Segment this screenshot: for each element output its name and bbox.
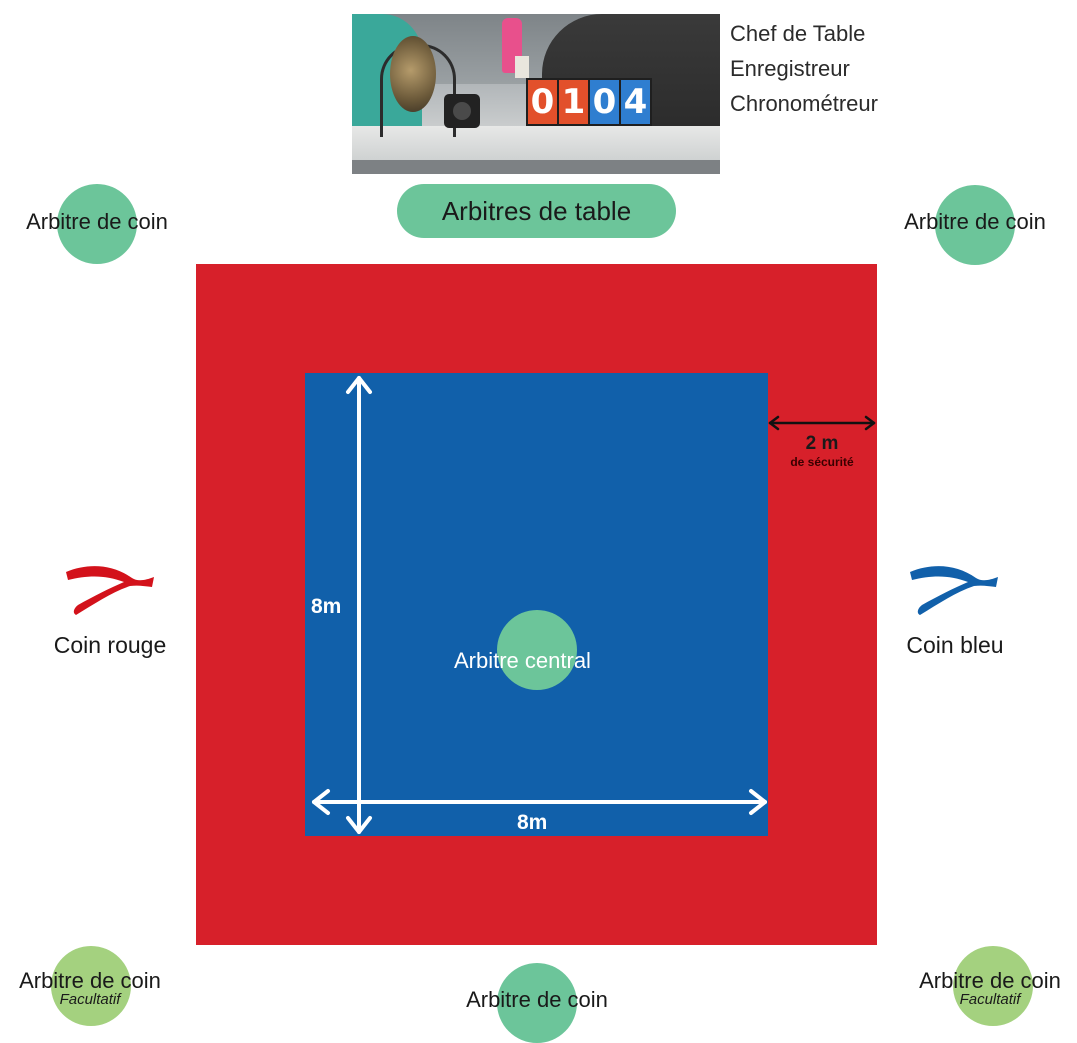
red-corner-label: Coin rouge [53, 632, 167, 658]
role-enregistreur: Enregistreur [730, 56, 850, 81]
referee-label-bottom-left: Arbitre de coin [19, 968, 161, 993]
blue-corner-label: Coin bleu [906, 632, 1004, 658]
referee-circle-bottom-right [953, 946, 1033, 1026]
scoring-table-photo: 0 1 0 4 [352, 14, 720, 174]
scoreboard-digit: 0 [528, 80, 557, 124]
table-referees-label: Arbitres de table [441, 195, 632, 226]
photo-table-edge [352, 160, 720, 174]
referee-note-bottom-right: Facultatif [959, 991, 1021, 1008]
horizontal-dimension-label: 8m [517, 811, 548, 834]
camera-icon [444, 94, 480, 128]
referee-circle-top-right [935, 185, 1015, 265]
safety-dimension-label: 2 m de sécurité [772, 433, 872, 469]
ribbon-icon [910, 566, 998, 615]
role-chronometreur: Chronométreur [730, 91, 878, 116]
photo-cup [515, 56, 529, 78]
referee-note-bottom-left: Facultatif [59, 991, 121, 1008]
referee-circle-top-left [57, 184, 137, 264]
referee-label-top-right: Arbitre de coin [904, 209, 1046, 234]
scoreboard-digit: 1 [559, 80, 588, 124]
scoreboard-digit: 0 [590, 80, 619, 124]
referee-label-bottom-center: Arbitre de coin [466, 987, 608, 1012]
table-roles-list: Chef de Table Enregistreur Chronométreur [730, 16, 878, 121]
central-referee-label: Arbitre central [454, 648, 591, 673]
gong-icon [390, 36, 436, 112]
safety-note: de sécurité [790, 455, 854, 469]
referee-circle-bottom-left [51, 946, 131, 1026]
safety-distance: 2 m [805, 433, 839, 454]
combat-area [305, 373, 768, 836]
ribbon-icon [66, 566, 154, 615]
referee-label-bottom-right: Arbitre de coin [919, 968, 1061, 993]
central-referee-circle [497, 610, 577, 690]
scoreboard-digit: 4 [621, 80, 650, 124]
role-chef-de-table: Chef de Table [730, 21, 866, 46]
referee-label-top-left: Arbitre de coin [26, 209, 168, 234]
vertical-dimension-label: 8m [311, 595, 342, 618]
table-referees-badge: Arbitres de table [397, 184, 676, 238]
scoreboard: 0 1 0 4 [526, 78, 652, 126]
